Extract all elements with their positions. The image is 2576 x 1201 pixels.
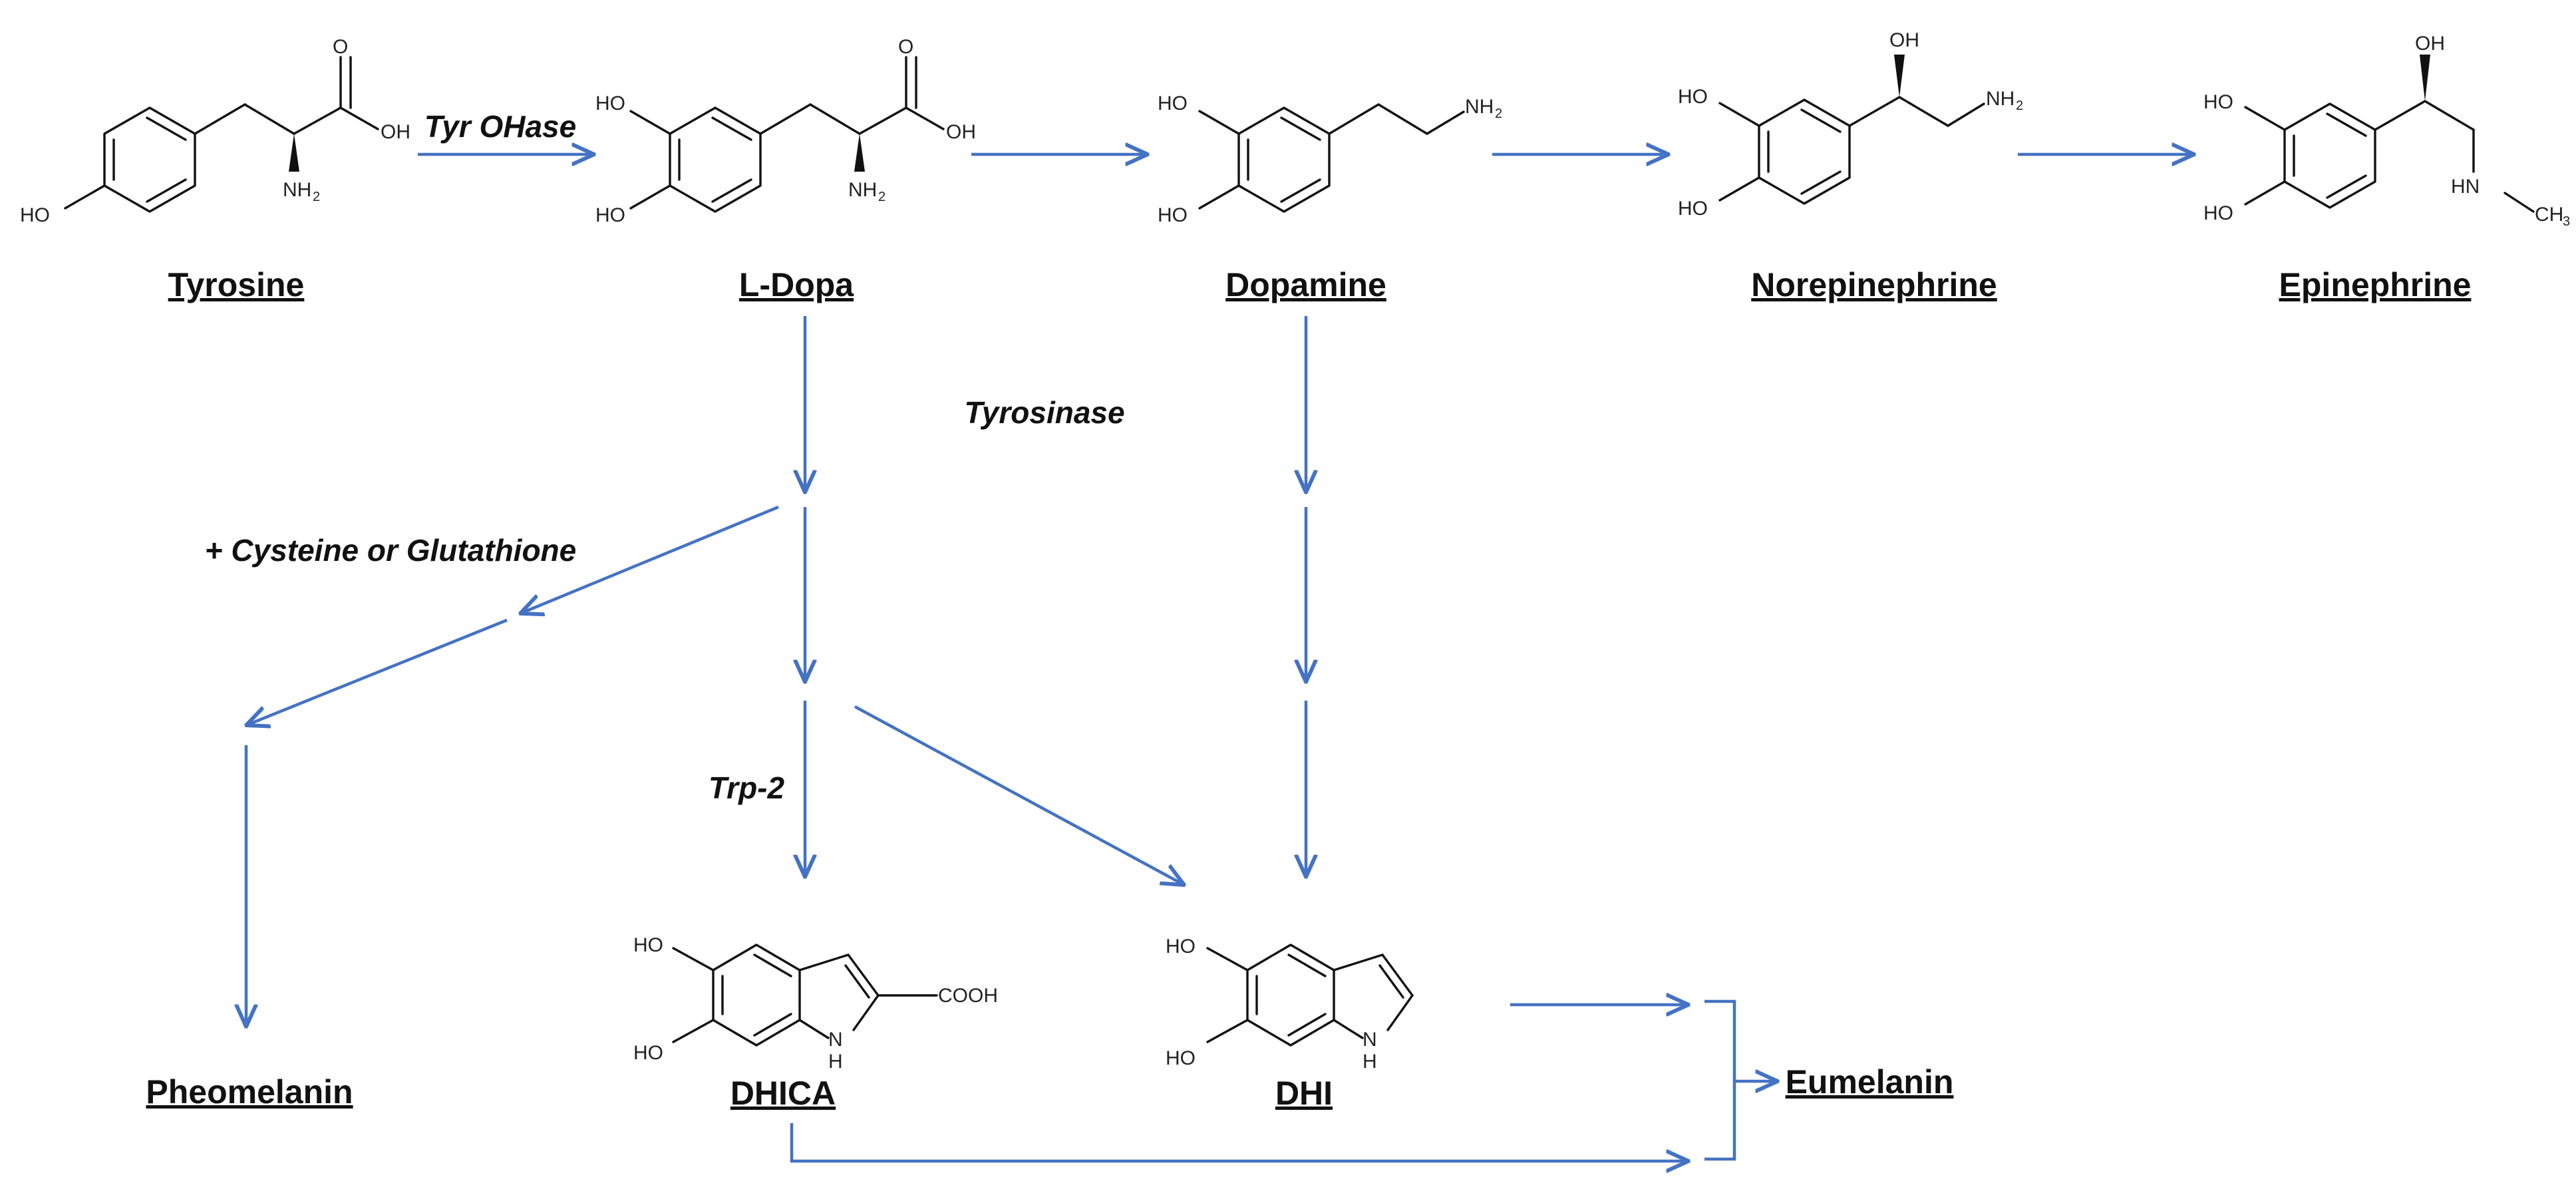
reagent-cysteine-glutathione: + Cysteine or Glutathione xyxy=(205,533,577,568)
enzyme-trp2: Trp-2 xyxy=(709,771,785,805)
svg-text:HO: HO xyxy=(2203,202,2233,224)
svg-text:H: H xyxy=(1363,1051,1377,1073)
eumelanin-bracket xyxy=(1704,999,1736,1161)
svg-text:NH: NH xyxy=(283,179,311,201)
structure-dopamine: HO HO NH 2 xyxy=(1158,92,1502,226)
svg-text:CH: CH xyxy=(2535,204,2563,226)
structure-dhi: HO HO N H xyxy=(1166,936,1414,1073)
svg-text:N: N xyxy=(1363,1029,1377,1051)
structure-norepinephrine: OH HO HO NH 2 xyxy=(1678,29,2023,220)
svg-text:HO: HO xyxy=(595,204,625,226)
structure-dhica: HO HO N H COOH xyxy=(633,934,998,1073)
label-pheomelanin: Pheomelanin xyxy=(146,1073,353,1111)
svg-text:HN: HN xyxy=(2451,176,2480,198)
svg-text:HO: HO xyxy=(1166,936,1196,957)
svg-text:NH: NH xyxy=(1986,88,2014,110)
arrow-dhica-to-eumelanin-bracket xyxy=(790,1123,1689,1161)
enzyme-tyr-ohase: Tyr OHase xyxy=(424,109,576,144)
label-epinephrine: Epinephrine xyxy=(2279,266,2472,303)
svg-text:OH: OH xyxy=(2415,33,2445,55)
svg-text:N: N xyxy=(828,1029,843,1051)
svg-text:O: O xyxy=(898,36,913,58)
svg-text:2: 2 xyxy=(1495,106,1502,121)
arrow-cysteine-branch-1 xyxy=(520,505,779,613)
arrows xyxy=(246,154,2194,1161)
label-ldopa: L-Dopa xyxy=(739,266,854,303)
svg-text:HO: HO xyxy=(595,92,625,114)
svg-text:NH: NH xyxy=(1465,96,1494,118)
arrow-ldopa-branch-to-dhi xyxy=(854,705,1184,885)
svg-text:2: 2 xyxy=(2016,98,2023,113)
svg-text:H: H xyxy=(828,1051,843,1073)
svg-text:COOH: COOH xyxy=(938,985,998,1007)
svg-text:HO: HO xyxy=(1158,204,1188,226)
enzyme-tyrosinase: Tyrosinase xyxy=(964,395,1124,430)
svg-text:3: 3 xyxy=(2563,214,2570,229)
label-dopamine: Dopamine xyxy=(1225,266,1386,303)
svg-text:HO: HO xyxy=(1678,198,1708,220)
svg-text:HO: HO xyxy=(1158,92,1188,114)
svg-text:2: 2 xyxy=(878,190,886,204)
label-dhica: DHICA xyxy=(730,1075,836,1112)
arrow-cysteine-branch-2 xyxy=(246,618,508,725)
svg-text:2: 2 xyxy=(313,190,320,204)
svg-text:O: O xyxy=(333,36,348,58)
svg-text:NH: NH xyxy=(848,179,877,201)
structure-tyrosine: HO O OH NH 2 xyxy=(20,36,410,226)
structure-ldopa: HO HO O OH NH 2 xyxy=(595,36,976,226)
svg-text:OH: OH xyxy=(1889,29,1919,51)
label-norepinephrine: Norepinephrine xyxy=(1751,266,1997,303)
label-dhi: DHI xyxy=(1275,1075,1333,1112)
svg-text:HO: HO xyxy=(20,204,50,226)
svg-text:HO: HO xyxy=(2203,91,2233,113)
enzyme-labels: Tyr OHase Tyrosinase + Cysteine or Gluta… xyxy=(205,109,1125,805)
svg-text:OH: OH xyxy=(946,121,976,143)
structure-epinephrine: OH HO HO HN CH 3 xyxy=(2203,33,2570,229)
label-eumelanin: Eumelanin xyxy=(1786,1063,1954,1101)
svg-text:OH: OH xyxy=(381,121,410,143)
label-tyrosine: Tyrosine xyxy=(168,266,305,303)
svg-text:HO: HO xyxy=(1166,1047,1196,1069)
svg-text:HO: HO xyxy=(1678,86,1708,108)
svg-text:HO: HO xyxy=(633,934,663,956)
svg-text:HO: HO xyxy=(633,1042,663,1064)
compound-labels: Tyrosine L-Dopa Dopamine Norepinephrine … xyxy=(146,266,2471,1112)
